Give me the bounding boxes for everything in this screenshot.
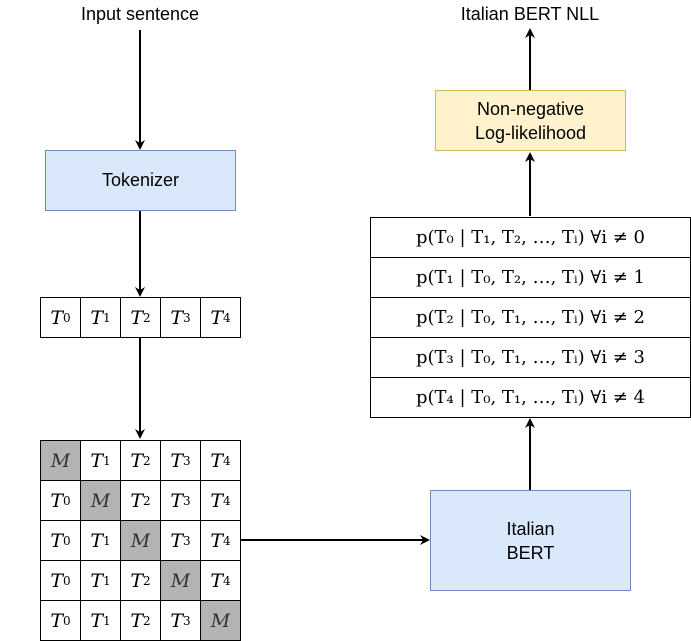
probability-row-3: p(T₃ | T₀, T₁, …, Tᵢ) ∀i ≠ 3 (370, 337, 691, 378)
probability-row-4: p(T₄ | T₀, T₁, …, Tᵢ) ∀i ≠ 4 (370, 377, 691, 418)
nll-label-line2: Log-likelihood (474, 122, 587, 143)
nll-label-line1: Non-negative (476, 98, 585, 119)
bert-label-line2: BERT (506, 542, 555, 563)
bert-label-line1: Italian (506, 518, 555, 539)
mask-cell-3: M (160, 560, 201, 601)
mask-cell-2: M (120, 520, 161, 561)
nll-box: Non-negative Log-likelihood (435, 90, 626, 151)
mask-cell-1: M (80, 480, 121, 521)
italian-bert-box: Italian BERT (430, 490, 631, 591)
probability-row-0: p(T₀ | T₁, T₂, …, Tᵢ) ∀i ≠ 0 (370, 217, 691, 258)
probability-row-1: p(T₁ | T₀, T₂, …, Tᵢ) ∀i ≠ 1 (370, 257, 691, 298)
mask-cell-4: M (200, 600, 241, 641)
input-sentence-label: Input sentence (80, 4, 200, 24)
probability-row-2: p(T₂ | T₀, T₁, …, Tᵢ) ∀i ≠ 2 (370, 297, 691, 338)
tokenizer-box: Tokenizer (45, 150, 236, 211)
tokenizer-label: Tokenizer (101, 170, 180, 190)
output-title-label: Italian BERT NLL (460, 4, 600, 24)
mask-cell-0: M (40, 440, 81, 481)
